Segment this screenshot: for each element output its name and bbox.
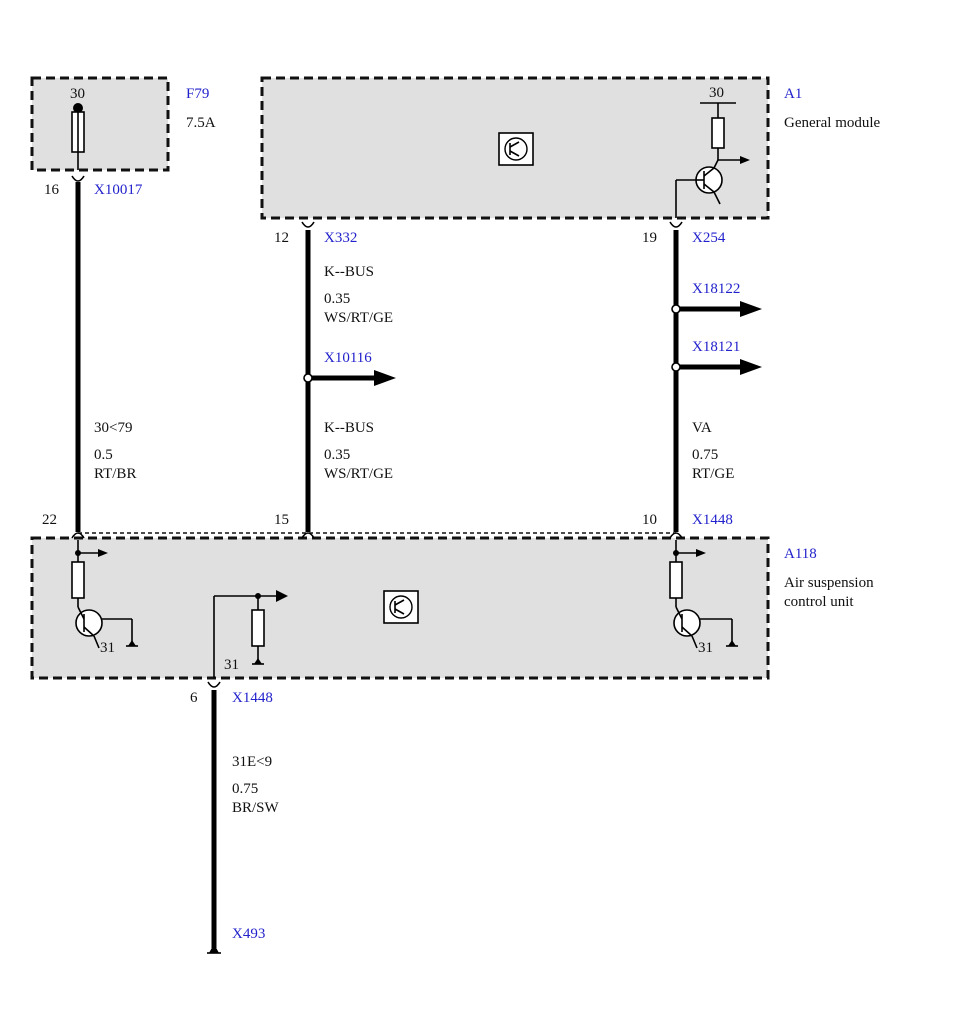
connector-c5-pin: 15 [274, 512, 289, 528]
f79-fuse-box [30, 76, 170, 172]
connector-c2-pin: 12 [274, 230, 289, 246]
fuse-icon [71, 103, 85, 170]
wire-w1-gauge: 0.5 [94, 447, 113, 463]
a1-output-stage-icon [675, 102, 750, 218]
a118-ground-label-2: 31 [224, 657, 239, 673]
wire-w2-gauge: 0.35 [324, 291, 350, 307]
ground-terminal-icon [207, 944, 221, 954]
wire-w3-signal: K--BUS [324, 420, 374, 436]
wire-w2-color: WS/RT/GE [324, 310, 393, 326]
a118-name-line2: control unit [784, 594, 854, 610]
wire-w4-color: RT/GE [692, 466, 734, 482]
wire-w3-color: WS/RT/GE [324, 466, 393, 482]
branch-x10116-label: X10116 [324, 350, 372, 366]
f79-pin-label: 30 [70, 86, 85, 102]
branch-arrow-x10116 [303, 370, 396, 386]
wire-w3-gauge: 0.35 [324, 447, 350, 463]
branch-x18122-label: X18122 [692, 281, 740, 297]
branch-arrow-x18122 [671, 301, 762, 317]
wire-w4-gauge: 0.75 [692, 447, 718, 463]
a1-pin-label: 30 [709, 85, 724, 101]
a118-ground-label-3: 31 [698, 640, 713, 656]
ground-connector-label: X493 [232, 926, 265, 942]
branch-arrow-x18121 [671, 359, 762, 375]
a118-left-output-stage-icon [71, 540, 138, 649]
a1-name-label: General module [784, 115, 881, 131]
wire-w2-signal: K--BUS [324, 264, 374, 280]
branch-x18121-label: X18121 [692, 339, 740, 355]
f79-rating-label: 7.5A [186, 115, 216, 131]
a1-id-label: A1 [784, 86, 802, 102]
wire-w4-signal: VA [692, 420, 712, 436]
wire-w5-gauge: 0.75 [232, 781, 258, 797]
connector-c3-id: X254 [692, 230, 726, 246]
connector-c1-id: X10017 [94, 182, 143, 198]
a118-right-output-stage-icon [669, 540, 738, 649]
connector-c3-pin: 19 [642, 230, 657, 246]
wire-w1-signal: 30<79 [94, 420, 132, 436]
connector-c2-id: X332 [324, 230, 357, 246]
connector-c6-pin: 10 [642, 512, 657, 528]
a118-ground-label-1: 31 [100, 640, 115, 656]
connector-c4-pin: 22 [42, 512, 57, 528]
connector-c7-pin: 6 [190, 690, 198, 706]
a118-logic-unit-icon [383, 590, 419, 624]
wire-w5-color: BR/SW [232, 800, 280, 816]
a118-ground-input-icon [213, 590, 288, 678]
a1-logic-unit-icon [498, 132, 534, 166]
a118-id-label: A118 [784, 546, 817, 562]
wire-w5-signal: 31E<9 [232, 754, 272, 770]
connector-c6-id: X1448 [692, 512, 733, 528]
wire-w1-color: RT/BR [94, 466, 136, 482]
connector-stub-icons [71, 175, 683, 688]
connector-c1-pin: 16 [44, 182, 60, 198]
a118-name-line1: Air suspension [784, 575, 874, 591]
f79-id-label: F79 [186, 86, 209, 102]
connector-c7-id: X1448 [232, 690, 273, 706]
